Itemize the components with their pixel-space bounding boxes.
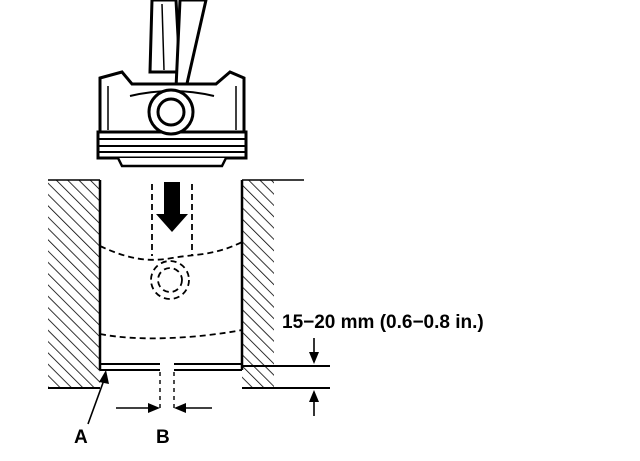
cylinder-wall-left bbox=[48, 179, 102, 388]
dimension-arrows bbox=[309, 338, 319, 416]
label-a: A bbox=[74, 427, 88, 448]
label-a-leader bbox=[87, 370, 109, 425]
gap-dimension-arrows bbox=[116, 403, 212, 413]
dimension-reference-lines bbox=[48, 365, 330, 389]
piston-ring bbox=[100, 363, 242, 371]
ring-gap-dashed bbox=[159, 372, 175, 408]
piston-in-bore-dashed bbox=[99, 184, 243, 340]
connecting-rod bbox=[148, 0, 208, 90]
piston-pin bbox=[147, 88, 195, 136]
cylinder-wall-right bbox=[240, 179, 304, 388]
dimension-label: 15−20 mm (0.6−0.8 in.) bbox=[282, 312, 484, 333]
push-down-arrow bbox=[156, 182, 188, 232]
label-b: B bbox=[156, 427, 170, 448]
